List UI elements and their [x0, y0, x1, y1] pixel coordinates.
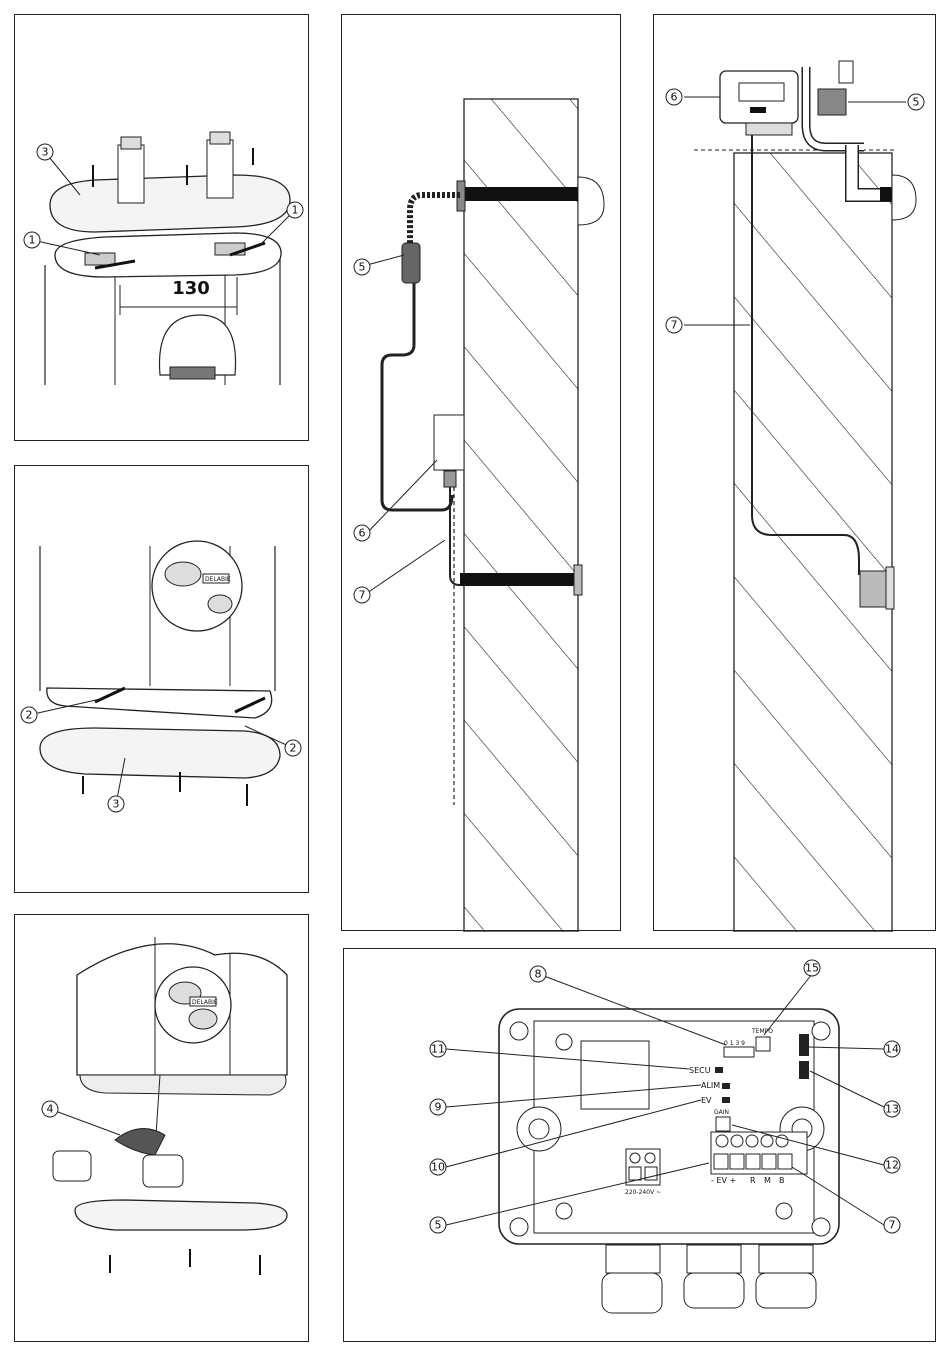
clip-assembly-drawing: DELABIE 4 — [15, 915, 310, 1343]
panel-control-box: 0 1 3 9 TEMPO SECU ALIM EV GAIN - EV + R… — [343, 948, 936, 1342]
panel-wall-install-left: 5 6 7 — [341, 14, 621, 931]
svg-text:8: 8 — [535, 968, 542, 981]
wall-install-left-drawing: 5 6 7 — [342, 15, 622, 932]
panel-clip-assembly: DELABIE 4 — [14, 914, 309, 1342]
svg-text:6: 6 — [359, 527, 366, 540]
sensor-terminal-m: M — [764, 1176, 771, 1185]
led-ev-label: EV — [701, 1096, 712, 1105]
svg-text:12: 12 — [885, 1159, 899, 1172]
dip-switch[interactable] — [799, 1034, 809, 1056]
ev-terminal-label: - EV + — [711, 1176, 736, 1185]
panel-cover-screws: DELABIE 2 2 3 — [14, 465, 309, 893]
svg-text:5: 5 — [359, 261, 366, 274]
sensor-terminal-b: B — [779, 1176, 785, 1185]
svg-text:7: 7 — [359, 589, 366, 602]
svg-text:7: 7 — [889, 1219, 896, 1232]
svg-text:2: 2 — [26, 709, 33, 722]
svg-text:3: 3 — [113, 798, 120, 811]
svg-text:6: 6 — [671, 91, 678, 104]
svg-text:5: 5 — [913, 96, 920, 109]
gain-label: GAIN — [714, 1109, 729, 1116]
svg-text:9: 9 — [435, 1101, 442, 1114]
sensor-terminal-r: R — [750, 1176, 756, 1185]
power-terminal-label: 220-240V ~ — [625, 1189, 661, 1196]
wall-install-right-drawing: 6 5 7 — [654, 15, 937, 932]
selector-switch[interactable] — [799, 1061, 809, 1079]
tempo-label: TEMPO — [751, 1028, 773, 1035]
panel-cover-installation: 130 1 1 3 — [14, 14, 309, 441]
cover-installation-drawing: 130 1 1 3 — [15, 15, 310, 442]
tempo-potentiometer[interactable] — [756, 1037, 770, 1051]
svg-text:1: 1 — [292, 204, 299, 217]
gain-potentiometer[interactable] — [716, 1117, 730, 1131]
svg-text:10: 10 — [431, 1161, 445, 1174]
svg-text:2: 2 — [290, 742, 297, 755]
svg-text:11: 11 — [431, 1043, 445, 1056]
svg-text:15: 15 — [805, 962, 819, 975]
svg-text:14: 14 — [885, 1043, 899, 1056]
panel-wall-install-right: 6 5 7 — [653, 14, 936, 931]
cover-screws-drawing: DELABIE 2 2 3 — [15, 466, 310, 894]
led-secu-label: SECU — [689, 1066, 711, 1075]
svg-text:3: 3 — [42, 146, 49, 159]
dimension-label: 130 — [172, 278, 210, 299]
svg-text:1: 1 — [29, 234, 36, 247]
svg-text:13: 13 — [885, 1103, 899, 1116]
timer-scale: 0 1 3 9 — [724, 1040, 745, 1047]
faucet-badge: DELABIE — [205, 576, 231, 583]
svg-text:4: 4 — [47, 1103, 54, 1116]
svg-text:7: 7 — [671, 319, 678, 332]
control-box-drawing: 0 1 3 9 TEMPO SECU ALIM EV GAIN - EV + R… — [344, 949, 937, 1343]
led-alim-label: ALIM — [701, 1081, 720, 1090]
svg-text:DELABIE: DELABIE — [192, 999, 218, 1006]
svg-text:5: 5 — [435, 1219, 442, 1232]
